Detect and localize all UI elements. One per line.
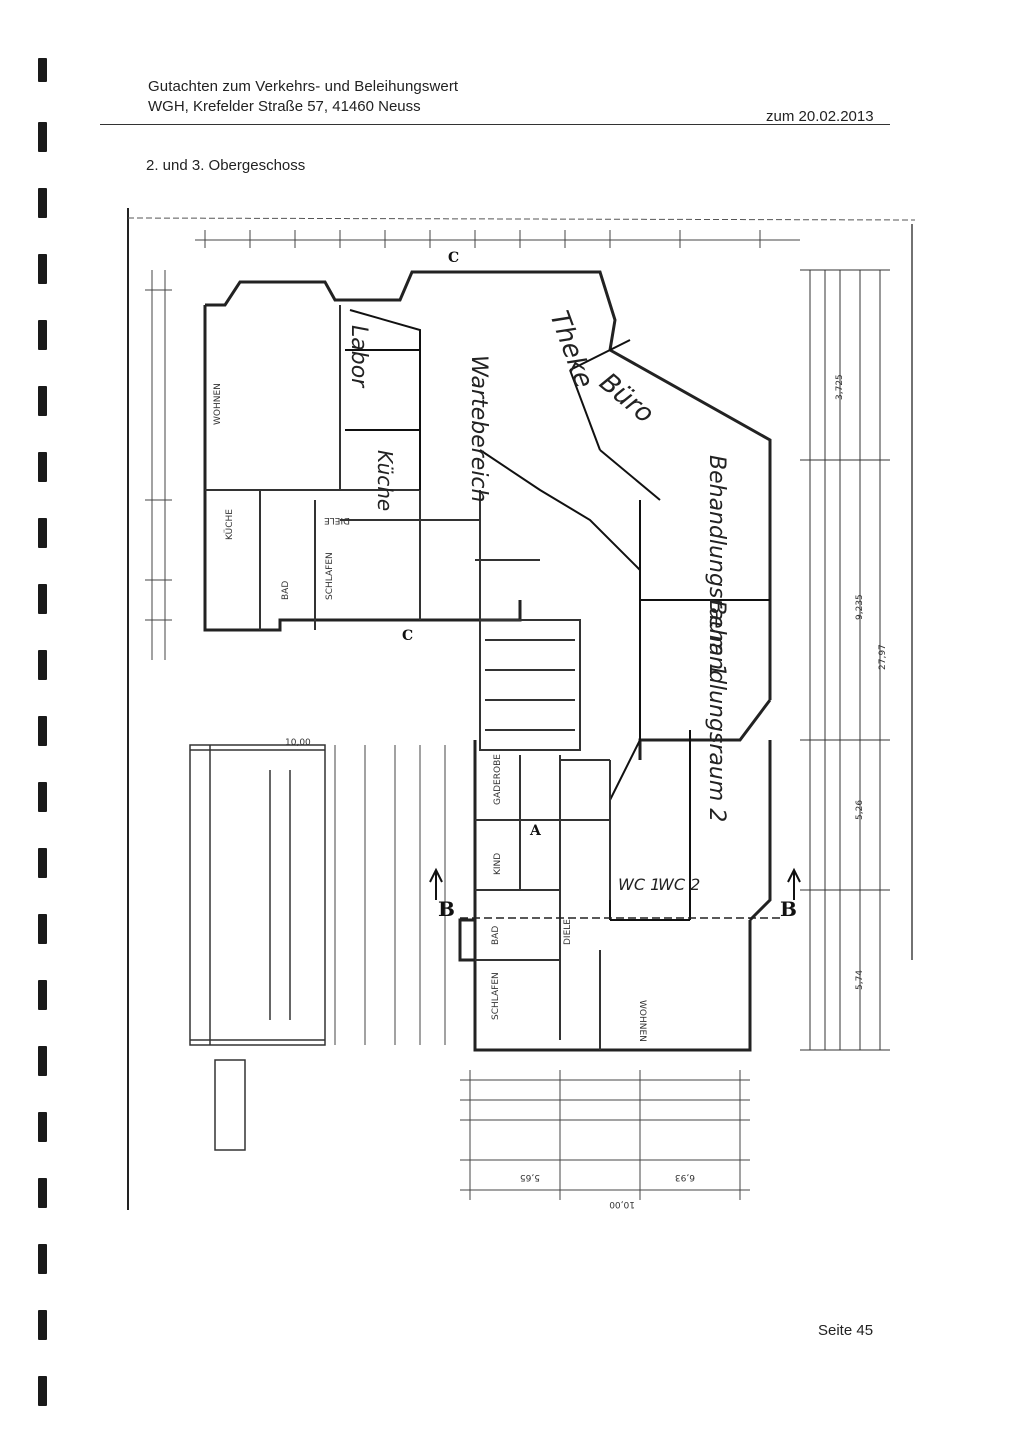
floor-plan: 3,725 9,235 5,26 5,74 27,97: [120, 200, 920, 1220]
dim-label: 5,74: [855, 970, 865, 990]
room-label-kueche: KÜCHE: [224, 509, 235, 540]
handwritten-label-theke: Theke: [543, 307, 598, 392]
bottom-dimension-chain: [460, 1070, 750, 1200]
dimension-chain-middle: [334, 745, 446, 1045]
room-label-garderobe: GADEROBE: [493, 754, 503, 805]
page-number: Seite 45: [818, 1322, 874, 1339]
dim-label: 10,00: [285, 738, 311, 748]
right-dimension-chain: [800, 269, 890, 1051]
building-outline-lower: [458, 740, 772, 1052]
section-marker-b-left: B: [438, 897, 455, 921]
handwritten-label-wc-1: WC 1: [618, 875, 660, 894]
handwritten-label-buero: Büro: [594, 367, 660, 429]
handwritten-label-kueche: Küche: [373, 450, 397, 511]
interior-walls-lower: [475, 755, 611, 1050]
arrow-icon: [429, 867, 443, 900]
floor-title: 2. und 3. Obergeschoss: [146, 157, 306, 174]
section-drawing-left: [189, 744, 326, 1151]
dim-label: 5,26: [855, 800, 865, 820]
top-dimension-chain: [195, 230, 800, 248]
room-label-kind: KIND: [493, 853, 503, 875]
room-label-wohnen-lower: WOHNEN: [637, 1000, 647, 1042]
header-divider: [100, 124, 890, 125]
handwritten-label-labor: Labor: [346, 325, 371, 389]
handwritten-label-behandlungsraum-1: Behandlungsraum 1: [704, 455, 729, 677]
handwritten-label-behandlungsraum-2: Behandlungsraum 2: [704, 600, 729, 822]
section-marker-a: A: [529, 823, 542, 839]
arrow-icon: [787, 867, 801, 900]
room-label-bad-lower: BAD: [491, 926, 501, 945]
dim-label: 6,93: [675, 1172, 695, 1182]
dim-label: 3,725: [835, 374, 845, 400]
room-label-bad: BAD: [281, 581, 291, 600]
dim-label: 9,235: [855, 594, 865, 620]
section-marker-c-top: C: [448, 250, 459, 266]
dim-label: 10,00: [609, 1199, 635, 1209]
dim-label: 5,65: [520, 1172, 540, 1182]
section-marker-b-right: B: [780, 897, 797, 921]
room-label-schlafen: SCHLAFEN: [325, 552, 335, 600]
handwritten-label-wartebereich: Wartebereich: [466, 355, 491, 502]
section-marker-c-left: C: [402, 628, 413, 644]
building-outline-upper: [203, 270, 772, 760]
report-title: Gutachten zum Verkehrs- und Beleihungswe…: [148, 78, 459, 95]
room-label-diele-lower: DIELE: [563, 919, 573, 945]
room-label-wohnen: WOHNEN: [213, 383, 223, 425]
dim-label: 27,97: [878, 644, 888, 670]
room-label-schlafen-lower: SCHLAFEN: [491, 972, 501, 1020]
left-dimension-chain: [145, 270, 172, 660]
report-date: zum 20.02.2013: [766, 108, 874, 125]
room-label-diele: DIELE: [324, 515, 350, 525]
property-address: WGH, Krefelder Straße 57, 41460 Neuss: [148, 98, 421, 115]
interior-walls-upper: [205, 305, 581, 751]
handwritten-label-wc-2: WC 2: [658, 875, 700, 894]
